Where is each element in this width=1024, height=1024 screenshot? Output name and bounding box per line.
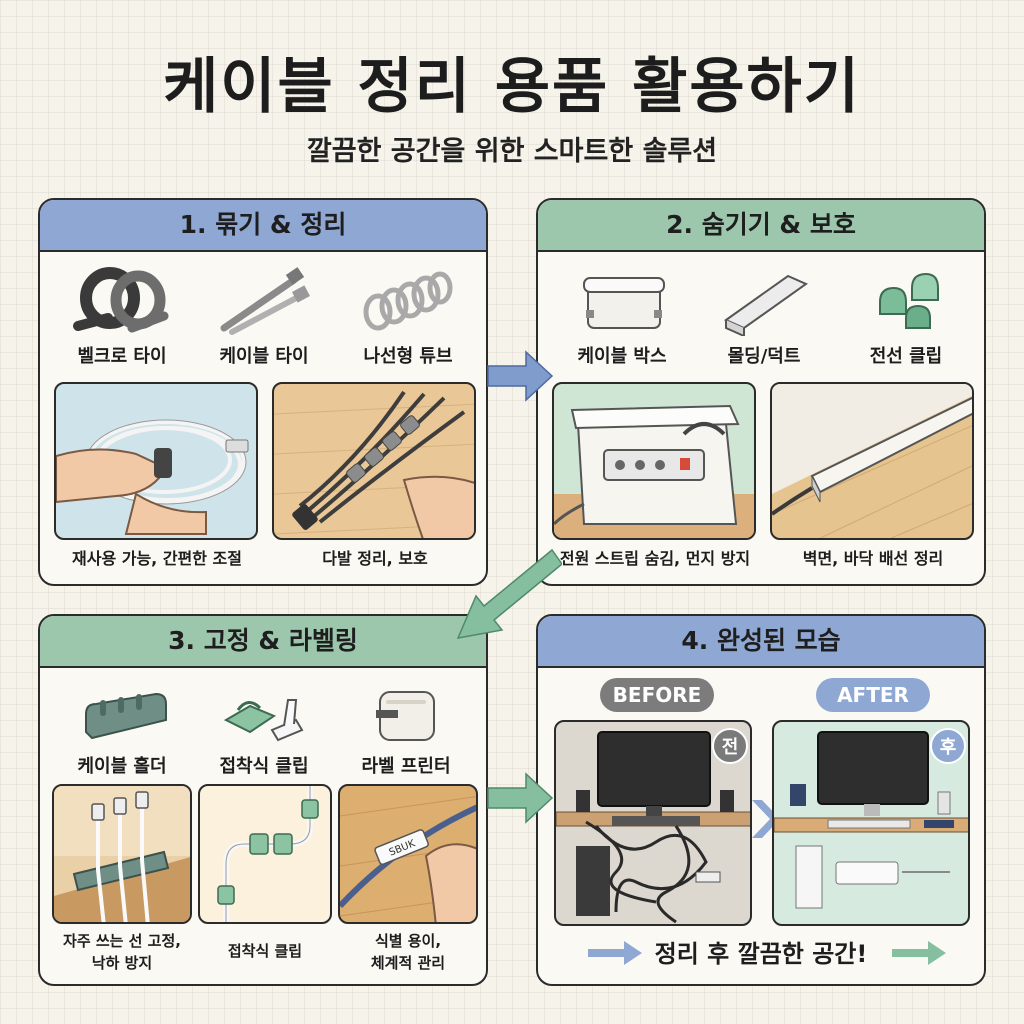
after-tag: AFTER	[816, 678, 930, 712]
label-usage-illustration: SBUK	[338, 784, 478, 924]
left-blue-arrow-icon	[588, 941, 642, 965]
panel-heading: 3. 고정 & 라벨링	[40, 616, 486, 668]
caption: 벽면, 바닥 배선 정리	[802, 549, 944, 568]
product-wire-clip: 전선 클립	[836, 266, 976, 368]
before-badge: 전	[712, 728, 748, 764]
caption: 접착식 클립	[227, 942, 303, 960]
messy-desk-icon	[556, 731, 750, 924]
tidy-desk-icon	[774, 731, 968, 909]
panel-heading: 2. 숨기기 & 보호	[538, 200, 984, 252]
wall-clip-cable-icon	[217, 786, 319, 922]
velcro-tie-icon	[73, 267, 169, 333]
wall-floor-duct-icon	[772, 384, 972, 538]
before-tag: BEFORE	[600, 678, 714, 712]
panel-hide-protect: 2. 숨기기 & 보호 케이블 박스 몰딩/덕트 전선 클립	[536, 198, 986, 586]
product-spiral-tube: 나선형 튜브	[338, 266, 478, 368]
panel-bundle-organize: 1. 묶기 & 정리 벨크로 타이 케이블 타이 나선	[38, 198, 488, 586]
product-cable-holder: 케이블 홀더	[52, 680, 192, 778]
product-molding-duct: 몰딩/덕트	[694, 266, 834, 368]
page-title: 케이블 정리 용품 활용하기	[163, 52, 861, 122]
caption: 전원 스트립 숨김, 먼지 방지	[559, 549, 751, 568]
bundled-cables-icon	[274, 390, 474, 538]
cable-box-usage-illustration	[552, 382, 756, 540]
page-subtitle: 깔끔한 공간을 위한 스마트한 솔루션	[306, 136, 718, 167]
holder-usage-illustration	[52, 784, 192, 924]
caption-line: 자주 쓰는 선 고정,	[63, 932, 181, 950]
flow-arrow-3-to-4-icon	[487, 772, 554, 824]
flow-arrow-1-to-2-icon	[487, 350, 554, 402]
desk-cable-holder-icon	[54, 786, 190, 922]
hand-coiled-cable-icon	[56, 419, 249, 535]
bundle-usage-illustration	[272, 382, 476, 540]
product-velcro-tie: 벨크로 타이	[52, 266, 192, 368]
caption: 자주 쓰는 선 고정, 낙하 방지	[44, 930, 200, 974]
product-label: 벨크로 타이	[77, 346, 167, 367]
after-desk-illustration: 후	[772, 720, 970, 926]
molding-usage-illustration	[770, 382, 974, 540]
caption: 다발 정리, 보호	[322, 549, 428, 568]
right-green-arrow-icon	[892, 941, 946, 965]
caption-line: 낙하 방지	[91, 954, 153, 972]
product-label: 케이블 홀더	[77, 756, 167, 777]
cable-tie-icon	[220, 267, 310, 335]
flow-arrow-2-to-3-icon	[456, 548, 562, 639]
wire-clip-icon	[879, 272, 939, 329]
panel-fix-label: 3. 고정 & 라벨링 케이블 홀더 접착식 클립 라벨 프린터	[38, 614, 488, 986]
product-label: 접착식 클립	[219, 756, 309, 777]
product-label: 전선 클립	[869, 346, 943, 367]
product-cable-box: 케이블 박스	[552, 266, 692, 368]
panel-completed-result: 4. 완성된 모습 BEFORE AFTER 전	[536, 614, 986, 986]
product-label: 케이블 박스	[577, 346, 667, 367]
adhesive-clip-usage-illustration	[198, 784, 332, 924]
adhesive-clip-icon	[223, 699, 304, 742]
product-label: 케이블 타이	[219, 346, 309, 367]
panel-heading: 1. 묶기 & 정리	[40, 200, 486, 252]
product-label: 나선형 튜브	[363, 346, 453, 367]
cable-holder-icon	[85, 692, 167, 740]
product-adhesive-clip: 접착식 클립	[194, 680, 334, 778]
product-label: 몰딩/덕트	[727, 346, 801, 367]
product-label-printer: 라벨 프린터	[336, 680, 476, 778]
velcro-usage-illustration	[54, 382, 258, 540]
labeled-cable-icon: SBUK	[340, 796, 476, 922]
molding-duct-icon	[723, 274, 809, 336]
spiral-tube-icon	[363, 271, 453, 331]
cable-box-icon	[583, 277, 665, 329]
product-cable-tie: 케이블 타이	[194, 266, 334, 368]
product-label: 라벨 프린터	[361, 756, 451, 777]
result-message: 정리 후 깔끔한 공간!	[654, 940, 868, 968]
caption: 식별 용이, 체계적 관리	[332, 930, 484, 974]
caption-line: 체계적 관리	[370, 954, 446, 972]
after-badge: 후	[930, 728, 966, 764]
caption: 재사용 가능, 간편한 조절	[72, 549, 242, 568]
caption-line: 식별 용이,	[374, 932, 442, 950]
hidden-power-strip-icon	[554, 404, 754, 538]
before-desk-illustration: 전	[554, 720, 752, 926]
panel-heading: 4. 완성된 모습	[538, 616, 984, 668]
label-printer-icon	[376, 691, 435, 741]
